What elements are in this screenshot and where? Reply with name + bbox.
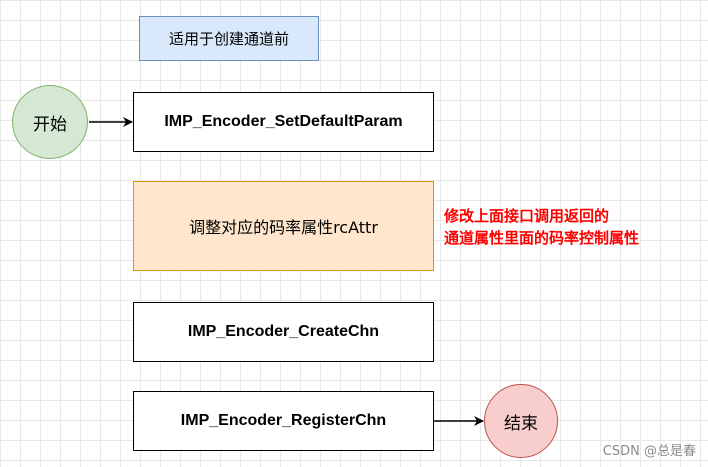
step-set-default-param: IMP_Encoder_SetDefaultParam	[133, 92, 434, 152]
red-remark: 修改上面接口调用返回的 通道属性里面的码率控制属性	[444, 205, 639, 249]
step-adjust-rc-attr-label: 调整对应的码率属性rcAttr	[189, 218, 378, 237]
note-before-create-channel: 适用于创建通道前	[139, 16, 319, 61]
step-register-chn: IMP_Encoder_RegisterChn	[133, 391, 434, 451]
start-node: 开始	[12, 85, 88, 159]
end-node-label: 结束	[504, 413, 538, 434]
end-node: 结束	[484, 384, 558, 458]
step-adjust-rc-attr: 调整对应的码率属性rcAttr	[133, 181, 434, 271]
step-register-chn-label: IMP_Encoder_RegisterChn	[180, 412, 387, 429]
csdn-watermark: CSDN @总是春	[602, 444, 696, 459]
step-set-default-param-label: IMP_Encoder_SetDefaultParam	[164, 113, 403, 130]
red-remark-line-1: 修改上面接口调用返回的	[444, 207, 610, 225]
step-create-chn-label: IMP_Encoder_CreateChn	[187, 323, 380, 340]
red-remark-line-2: 通道属性里面的码率控制属性	[444, 229, 640, 247]
step-create-chn: IMP_Encoder_CreateChn	[133, 302, 434, 362]
note-text: 适用于创建通道前	[168, 30, 289, 48]
start-node-label: 开始	[33, 114, 67, 135]
